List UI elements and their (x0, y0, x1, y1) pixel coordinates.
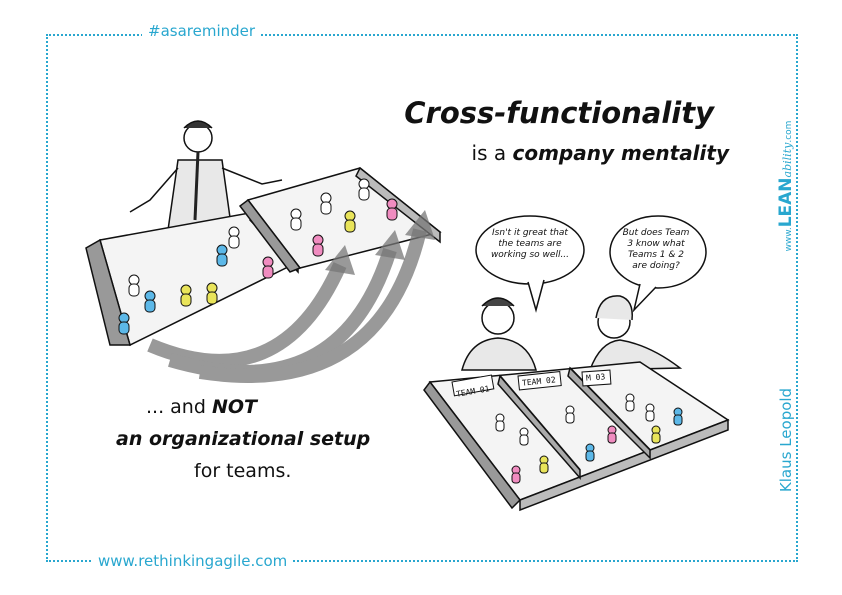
arrow-heads (325, 210, 435, 275)
subtitle-emphasis: company mentality (512, 141, 730, 165)
team-sign-3: M 03 (585, 372, 606, 383)
contrast-line-1: ... and NOT (146, 396, 257, 418)
left-figures (118, 178, 398, 335)
hashtag-label: #asareminder (142, 22, 262, 40)
presenter-figure (129, 120, 283, 233)
contrast-line-3: for teams. (194, 460, 292, 482)
team-boxes (423, 361, 730, 512)
speech-text-left: Isn't it great that the teams are workin… (490, 228, 570, 260)
flow-arrows (147, 228, 427, 383)
subtitle-lead: is a (471, 141, 513, 165)
contrast-emphasis: NOT (211, 396, 257, 418)
headline-title: Cross-functionality (404, 96, 714, 130)
contrast-line-2: an organizational setup (116, 428, 371, 450)
person-left (461, 297, 537, 371)
dotted-frame (46, 34, 798, 562)
website-link[interactable]: www.rethinkingagile.com (92, 552, 294, 570)
headline-subtitle: is a company mentality (472, 141, 729, 165)
team-figures (495, 393, 683, 484)
speech-bubble-left (475, 215, 585, 313)
person-right (588, 295, 683, 371)
speech-text-right: But does Team 3 know what Teams 1 & 2 ar… (622, 228, 690, 271)
contrast-lead: ... and (146, 396, 212, 418)
speech-bubble-right (609, 215, 707, 313)
team-signs (451, 369, 612, 397)
